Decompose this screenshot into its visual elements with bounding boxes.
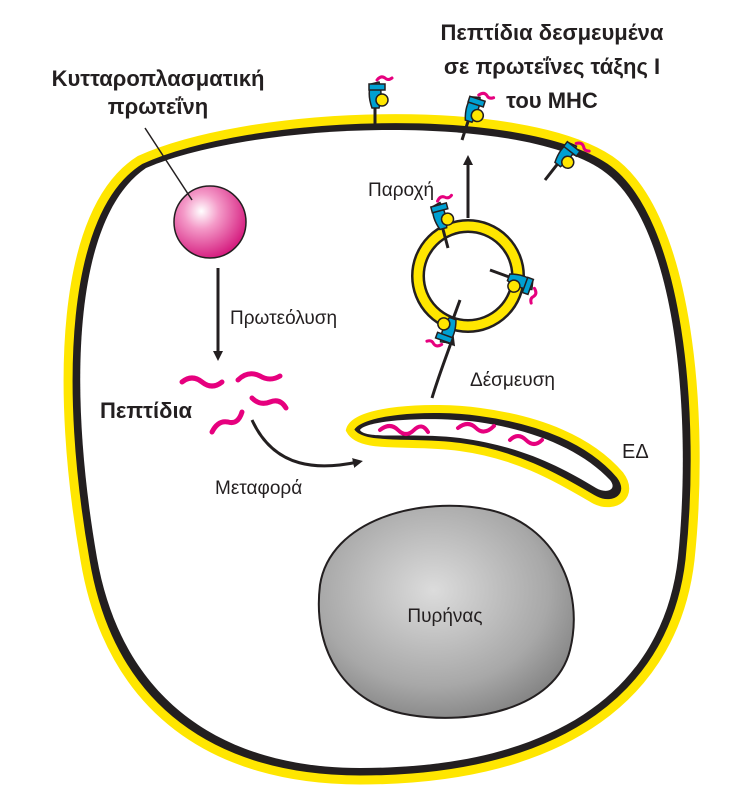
mhc-bound-peptides-label-line2: σε πρωτεΐνες τάξης Ι (444, 54, 660, 79)
mhc-bound-peptides-label-line3: του MHC (506, 88, 598, 113)
transport-label: Μεταφορά (215, 478, 302, 499)
transport-arrow (250, 419, 363, 468)
binding-arrow (430, 335, 456, 399)
endoplasmic-reticulum (345, 405, 630, 508)
er-label: ΕΔ (622, 441, 649, 463)
proteolysis-label: Πρωτεόλυση (230, 308, 337, 329)
nucleus-label: Πυρήνας (407, 606, 482, 627)
peptides-label: Πεπτίδια (100, 398, 193, 423)
cytoplasmic-protein-label-line1: Κυτταροπλασματική (52, 66, 265, 91)
binding-label: Δέσμευση (470, 370, 555, 391)
cytoplasmic-protein-label-line2: πρωτεΐνη (108, 94, 208, 119)
vesicle (411, 192, 542, 352)
presentation-label: Παροχή (368, 180, 434, 201)
cytoplasmic-protein-sphere (173, 185, 247, 259)
nucleus (317, 504, 575, 719)
mhc-bound-peptides-label-line1: Πεπτίδια δεσμευμένα (441, 20, 664, 45)
peptide-fragments (179, 371, 289, 435)
protein-pointer-line (144, 127, 193, 201)
